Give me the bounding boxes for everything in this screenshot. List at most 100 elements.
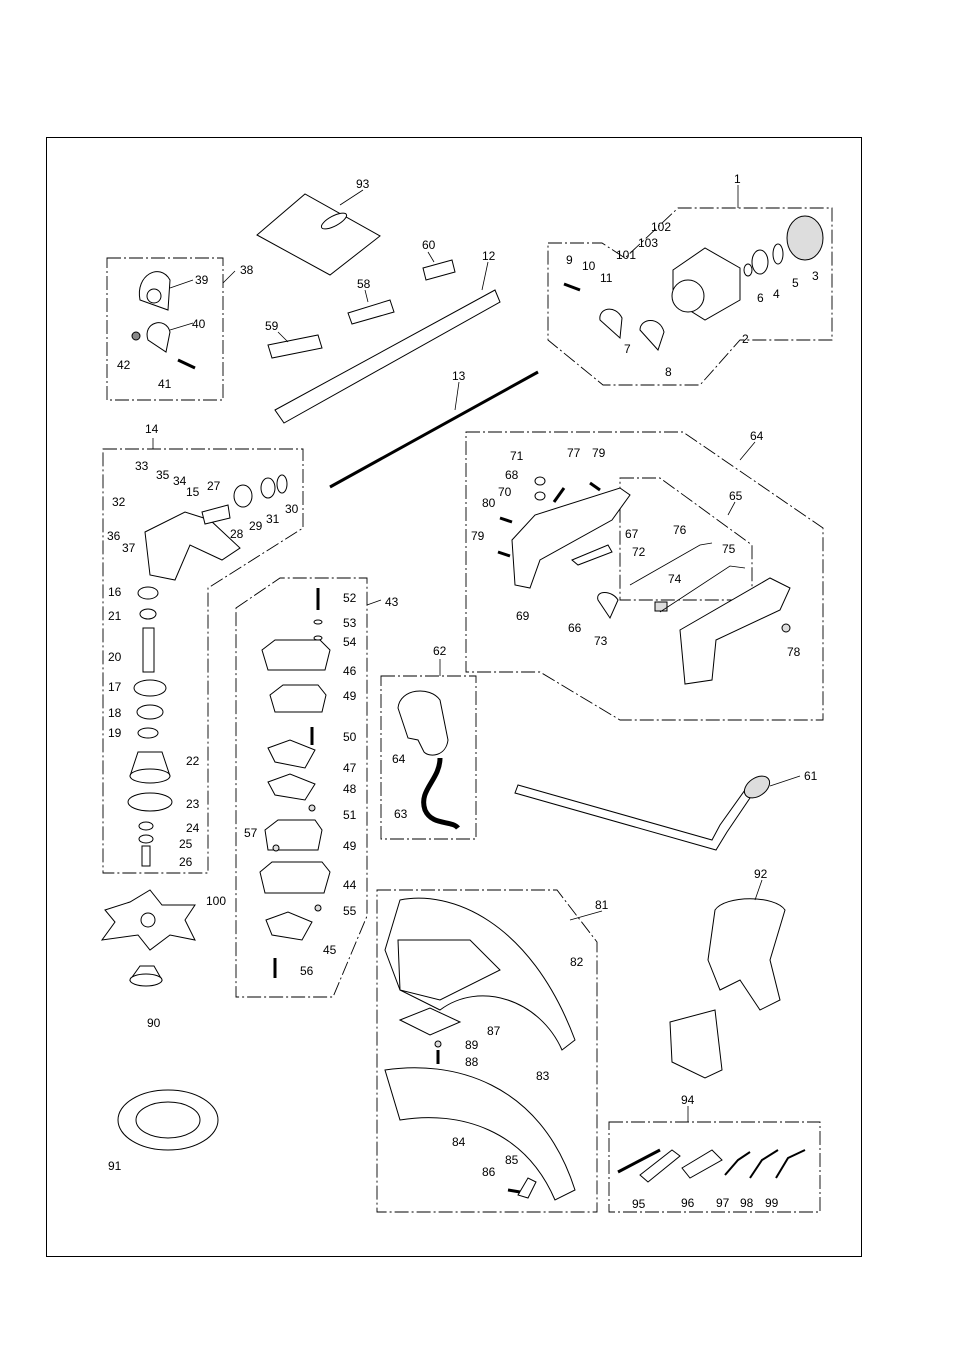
label-10: 10	[582, 259, 596, 273]
label-46: 46	[343, 664, 357, 678]
label-21: 21	[108, 609, 122, 623]
group-65-box	[619, 477, 753, 601]
label-80: 80	[482, 496, 496, 510]
label-27: 27	[207, 479, 221, 493]
label-83: 83	[536, 1069, 550, 1083]
label-19: 19	[108, 726, 122, 740]
label-103: 103	[638, 236, 658, 250]
label-64b: 64	[750, 429, 764, 443]
label-90: 90	[147, 1016, 161, 1030]
group-81-box	[376, 889, 598, 1213]
label-44: 44	[343, 878, 357, 892]
part-labels: 93 1 102 103 101 9 10 11 7 8 2 6 4 5 3 6…	[107, 172, 819, 1211]
label-54: 54	[343, 635, 357, 649]
label-4: 4	[773, 287, 780, 301]
label-32: 32	[112, 495, 126, 509]
label-35: 35	[156, 468, 170, 482]
label-79b: 79	[471, 529, 485, 543]
tool-kit-part	[617, 1148, 806, 1183]
label-75: 75	[722, 542, 736, 556]
label-22: 22	[186, 754, 200, 768]
label-16: 16	[108, 585, 122, 599]
label-74: 74	[668, 572, 682, 586]
group-38-box	[106, 257, 224, 401]
clutch-housing-part	[563, 215, 824, 351]
label-2: 2	[742, 332, 749, 346]
drive-shaft-part	[329, 370, 539, 489]
harness-part	[669, 898, 786, 1079]
vibration-mount-part	[259, 588, 331, 978]
label-18: 18	[108, 706, 122, 720]
label-84: 84	[452, 1135, 466, 1149]
label-59: 59	[265, 319, 279, 333]
label-38: 38	[240, 263, 254, 277]
label-33: 33	[135, 459, 149, 473]
label-48: 48	[343, 782, 357, 796]
label-91: 91	[108, 1159, 122, 1173]
blade-guard-part	[384, 897, 576, 1201]
loop-handle-part	[514, 775, 771, 851]
label-62: 62	[433, 644, 447, 658]
label-28: 28	[230, 527, 244, 541]
label-73: 73	[594, 634, 608, 648]
label-3: 3	[812, 269, 819, 283]
label-89: 89	[465, 1038, 479, 1052]
label-94: 94	[681, 1093, 695, 1107]
label-99: 99	[765, 1196, 779, 1210]
label-37: 37	[122, 541, 136, 555]
label-20: 20	[108, 650, 122, 664]
label-9: 9	[566, 253, 573, 267]
label-8: 8	[665, 365, 672, 379]
label-34: 34	[173, 474, 187, 488]
handle-clamp-part	[131, 271, 196, 370]
label-81: 81	[595, 898, 609, 912]
label-26: 26	[179, 855, 193, 869]
label-55: 55	[343, 904, 357, 918]
label-67: 67	[625, 527, 639, 541]
label-43: 43	[385, 595, 399, 609]
label-39: 39	[195, 273, 209, 287]
label-6: 6	[757, 291, 764, 305]
label-78: 78	[787, 645, 801, 659]
label-50: 50	[343, 730, 357, 744]
label-56: 56	[300, 964, 314, 978]
label-45: 45	[323, 943, 337, 957]
label-101: 101	[616, 248, 636, 262]
group-64-box	[465, 431, 824, 721]
label-69: 69	[516, 609, 530, 623]
label-49b: 49	[343, 839, 357, 853]
label-31: 31	[266, 512, 280, 526]
cover-plate-part	[256, 193, 381, 276]
label-100: 100	[206, 894, 226, 908]
label-79a: 79	[592, 446, 606, 460]
label-11: 11	[600, 271, 613, 285]
label-65: 65	[729, 489, 743, 503]
group-1-box	[547, 207, 833, 386]
label-57: 57	[244, 826, 258, 840]
label-7: 7	[624, 342, 631, 356]
label-68: 68	[505, 468, 519, 482]
label-92: 92	[754, 867, 768, 881]
control-handle-part	[497, 476, 791, 685]
label-87: 87	[487, 1024, 501, 1038]
label-25: 25	[179, 837, 193, 851]
label-52: 52	[343, 591, 357, 605]
group-94-box	[608, 1121, 821, 1213]
label-77: 77	[567, 446, 581, 460]
label-36: 36	[107, 529, 121, 543]
label-42: 42	[117, 358, 131, 372]
label-5: 5	[792, 276, 799, 290]
label-17: 17	[108, 680, 122, 694]
label-40: 40	[192, 317, 206, 331]
label-61: 61	[804, 769, 818, 783]
label-86: 86	[482, 1165, 496, 1179]
blade-part	[100, 889, 219, 1151]
label-30: 30	[285, 502, 299, 516]
diagram-frame	[46, 137, 862, 1257]
label-1: 1	[734, 172, 741, 186]
label-47: 47	[343, 761, 357, 775]
group-62-box	[380, 675, 477, 840]
label-41: 41	[158, 377, 172, 391]
label-63: 63	[394, 807, 408, 821]
